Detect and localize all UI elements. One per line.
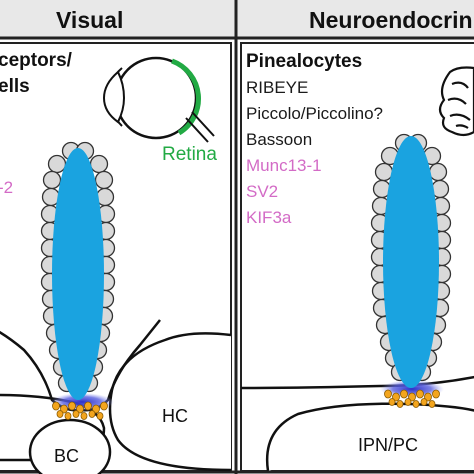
ipn-pc-process [265, 402, 474, 472]
neuroendocrine-panel-frame [240, 42, 474, 472]
protein-label-ribeye: RIBEYE [246, 78, 308, 97]
neuroendocrine-ribbon [383, 136, 439, 388]
visual-cell-title-line1: ceptors/ [0, 50, 73, 71]
protein-label-sv2: SV2 [246, 182, 278, 201]
hc-process [108, 332, 232, 472]
visual-ribbon [52, 148, 104, 400]
bc-label: BC [54, 446, 79, 466]
bc-process [28, 418, 112, 474]
neuroendocrine-ca-channels [384, 389, 440, 408]
visual-panel-frame [0, 42, 232, 472]
hc-label: HC [162, 406, 188, 426]
protein-label-piccolo: Piccolo/Piccolino? [246, 104, 383, 123]
visual-magenta-label: -2 [0, 178, 13, 197]
neuroendocrine-header: Neuroendocrin [309, 7, 473, 33]
eye-icon [102, 56, 215, 143]
pinealocytes-title: Pinealocytes [246, 51, 362, 72]
brain-icon [438, 66, 474, 137]
visual-cell-title-line2: ells [0, 76, 30, 97]
ipn-pc-label: IPN/PC [358, 435, 418, 455]
visual-header: Visual [56, 7, 123, 33]
protein-label-kif3a: KIF3a [246, 208, 292, 227]
neuroendocrine-presynaptic-membrane [240, 375, 474, 390]
protein-label-munc13: Munc13-1 [246, 156, 322, 175]
visual-ca-channels [52, 401, 108, 420]
protein-label-bassoon: Bassoon [246, 130, 312, 149]
retina-label: Retina [162, 144, 217, 165]
